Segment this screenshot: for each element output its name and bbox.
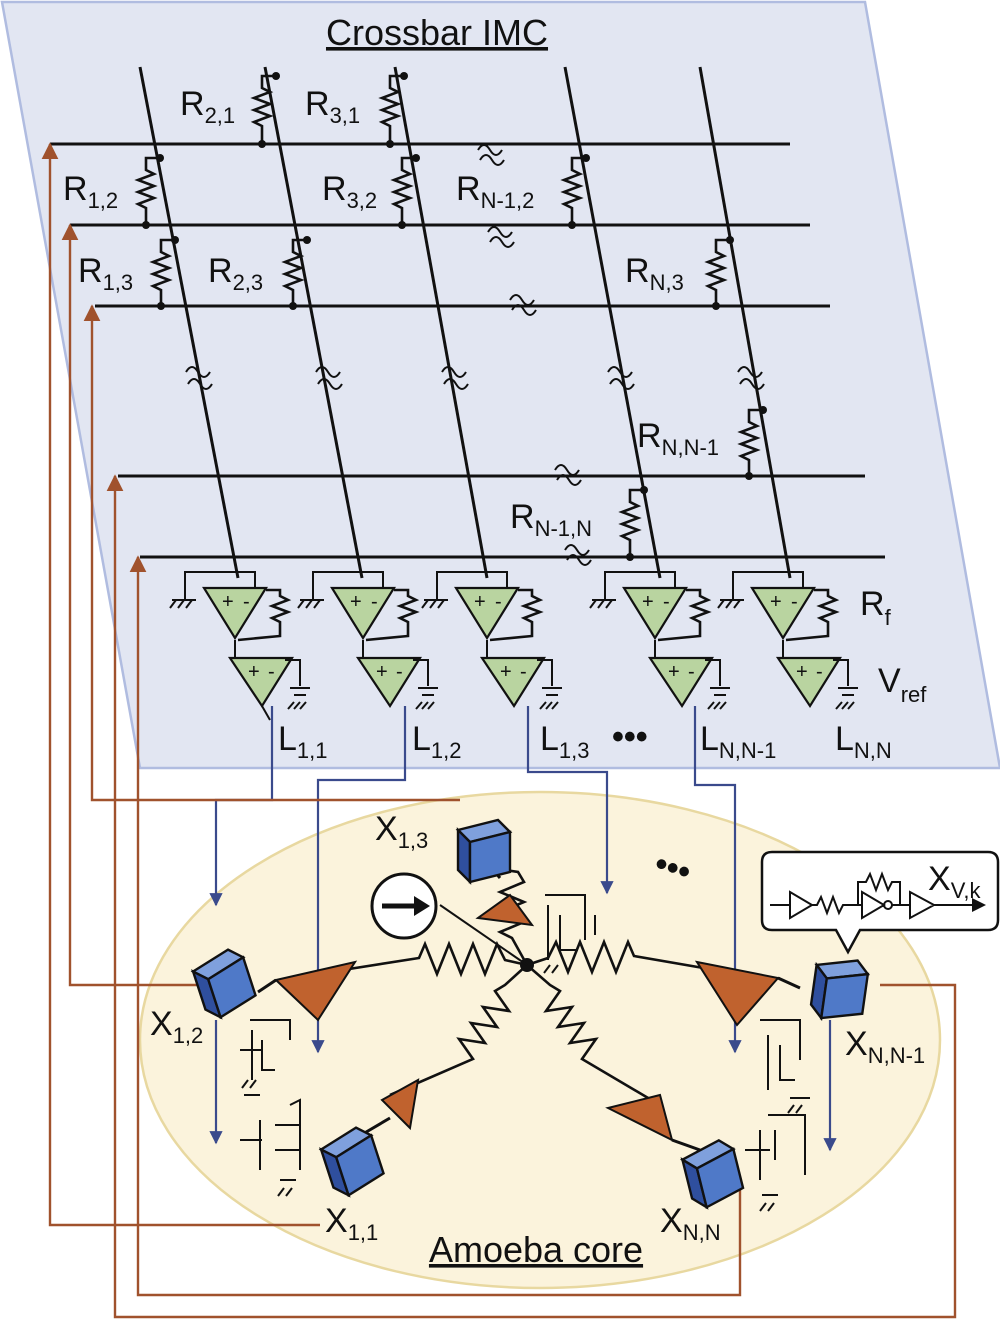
unit-label: X1,1	[325, 1202, 378, 1245]
output-label: LN,N-1	[700, 720, 776, 763]
svg-text:+: +	[668, 661, 680, 683]
unit-label: XN,N	[660, 1202, 721, 1245]
opamp-stage: +- +-	[589, 571, 730, 710]
unit-label: X1,2	[150, 1005, 203, 1048]
unit-cubes	[190, 818, 871, 1210]
unit-cube	[318, 1126, 385, 1198]
opamp-stage: +- +-	[297, 571, 438, 710]
core-triangles	[257, 865, 801, 1152]
break-marks	[185, 144, 765, 566]
resistor-label: R1,3	[78, 252, 133, 295]
svg-text:-: -	[243, 591, 250, 613]
svg-text:-: -	[396, 661, 403, 683]
resistor-label: RN,3	[625, 252, 684, 295]
svg-text:+: +	[500, 661, 512, 683]
output-label: L1,1	[278, 720, 328, 763]
resistor-label: R1,2	[63, 170, 118, 213]
resistor-label: R3,1	[305, 85, 360, 128]
crossbar-title: Crossbar IMC	[326, 12, 548, 53]
svg-text:+: +	[770, 591, 782, 613]
svg-text:-: -	[520, 661, 527, 683]
svg-text:+: +	[474, 591, 486, 613]
feedback-wires	[41, 142, 957, 1319]
resistor-r32	[390, 154, 420, 229]
resistor-label: RN-1,N	[510, 498, 592, 541]
crossbar-ellipsis: •••	[612, 718, 648, 756]
resistor-r31	[378, 72, 408, 148]
unit-label: X1,3	[375, 810, 428, 853]
opamp-stages: +- +- +- +- +- +-	[169, 571, 858, 721]
resistor-label: RN,N-1	[637, 417, 719, 460]
resistor-rn12	[560, 154, 590, 229]
output-label: LN,N	[835, 720, 892, 763]
opamp-stage: +- +-	[169, 571, 310, 721]
resistor-rn3	[704, 236, 734, 310]
inset-label: XV,k	[928, 860, 981, 903]
resistor-label: RN-1,2	[456, 170, 534, 213]
unit-cube	[679, 1138, 745, 1210]
svg-text:-: -	[816, 661, 823, 683]
svg-text:+: +	[350, 591, 362, 613]
svg-text:-: -	[371, 591, 378, 613]
resistor-label: R2,1	[180, 85, 235, 128]
unit-label: XN,N-1	[845, 1025, 925, 1068]
svg-text:+: +	[248, 661, 260, 683]
unit-cube	[455, 818, 513, 885]
resistor-r23	[281, 236, 311, 310]
feedback-resistor-label: Rf	[860, 585, 892, 630]
core-network	[329, 868, 716, 1107]
core-title: Amoeba core	[429, 1229, 643, 1270]
opamp-stage: +- +-	[717, 571, 858, 710]
output-label-group: L1,1 L1,2 L1,3 LN,N-1 LN,N	[278, 720, 892, 763]
resistor-label-group: R2,1 R3,1 R1,2 R3,2 RN-1,2 R1,3 R2,3 RN,…	[63, 85, 719, 541]
opamp-stage: +- +-	[421, 571, 562, 710]
unit-label-group: X1,3 X1,2 X1,1 XN,N-1 XN,N	[150, 810, 925, 1245]
svg-text:-: -	[688, 661, 695, 683]
output-label: L1,3	[540, 720, 590, 763]
svg-text:-: -	[495, 591, 502, 613]
svg-text:+: +	[642, 591, 654, 613]
resistor-rn1n	[618, 486, 648, 561]
resistor-label: R3,2	[322, 170, 377, 213]
vref-label: Vref	[878, 662, 927, 707]
svg-text:+: +	[376, 661, 388, 683]
output-label: L1,2	[412, 720, 462, 763]
unit-cube	[190, 948, 257, 1020]
svg-text:-: -	[791, 591, 798, 613]
svg-text:+: +	[796, 661, 808, 683]
crossbar-resistors	[134, 72, 767, 561]
transistor-clusters	[240, 894, 810, 1212]
resistor-r12	[134, 154, 164, 229]
resistor-r13	[149, 236, 179, 310]
resistor-rnn1	[737, 406, 767, 480]
inverter-inset: XV,k	[760, 850, 1000, 955]
svg-text:-: -	[268, 661, 275, 683]
svg-text:+: +	[222, 591, 234, 613]
crossbar-panel	[0, 0, 1000, 770]
resistor-r21	[250, 72, 280, 148]
unit-cube	[809, 959, 871, 1022]
svg-text:-: -	[663, 591, 670, 613]
resistor-label: R2,3	[208, 252, 263, 295]
crossbar-rows	[50, 142, 885, 559]
